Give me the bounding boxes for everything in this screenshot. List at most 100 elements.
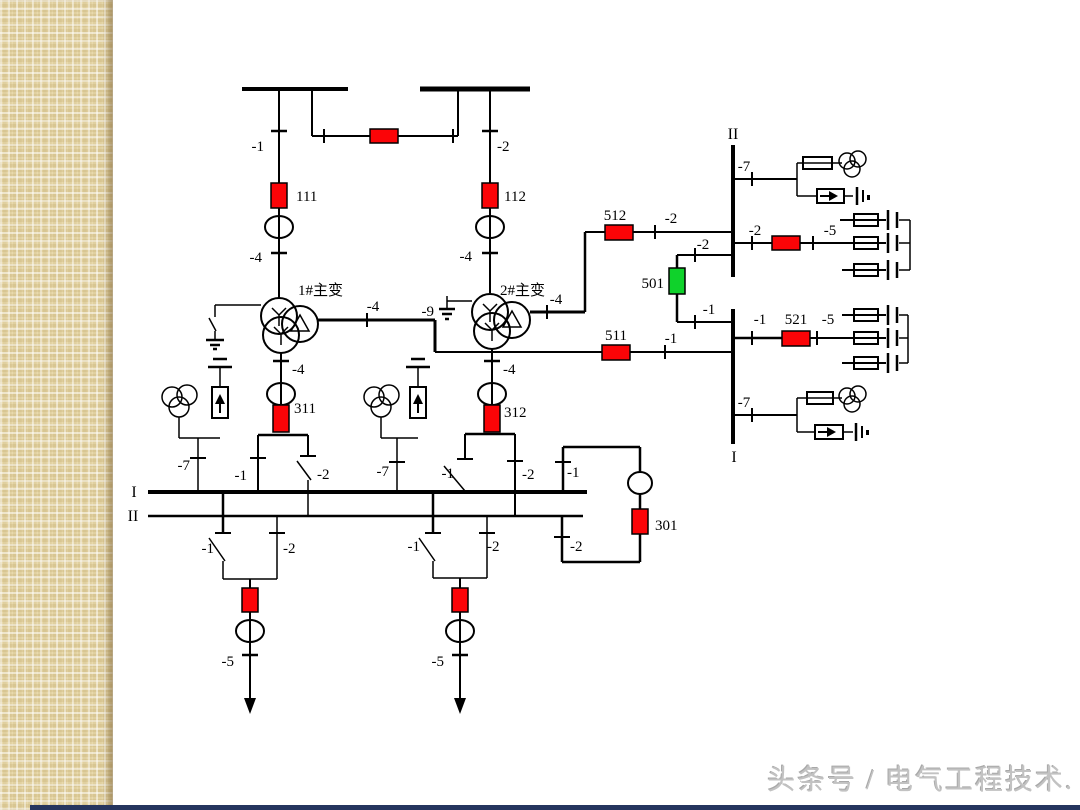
- lv-pt-group-2: -7: [363, 357, 430, 492]
- pt-winding: [378, 384, 400, 406]
- transformer-2-label: 2#主变: [500, 282, 545, 299]
- breaker-111: [270, 182, 288, 209]
- feeder2-bus2-disconnect-label: -2: [487, 539, 500, 555]
- mv-bus1-label: I: [731, 449, 736, 466]
- t2-bus2-disconnect-label: -2: [522, 467, 535, 483]
- breaker-311: [272, 404, 290, 433]
- bridge-breaker: [369, 128, 399, 144]
- breaker-311-label: 311: [294, 401, 316, 417]
- feeder2-ct: [445, 619, 475, 643]
- pt-winding: [176, 384, 198, 406]
- t2-hv-disconnect-label: -4: [460, 249, 473, 265]
- arrow-up-icon: [215, 394, 225, 404]
- breaker-312-label: 312: [504, 405, 527, 421]
- feeder1-breaker: [241, 587, 259, 613]
- coupler-301-bus2-disconnect-label: -2: [570, 539, 583, 555]
- incoming-line-2: -2 112 -4: [460, 89, 526, 293]
- t1-neutral-ground-switch: [206, 304, 261, 351]
- lv-bus1-label: I: [131, 484, 136, 501]
- pt2-disconnect-label: -7: [377, 464, 390, 480]
- incoming-line-1: -1 111 -4: [250, 89, 317, 298]
- t1-hv-winding: [260, 297, 298, 335]
- feeder1-line-disconnect-label: -5: [222, 654, 235, 670]
- t1-mv-winding: [281, 305, 319, 343]
- breaker-521: [781, 330, 811, 347]
- feeder1-ct: [235, 619, 265, 643]
- t1-mv-link-511: -4 511 -1: [318, 299, 733, 361]
- fuse: [853, 263, 879, 277]
- fuse: [802, 156, 833, 170]
- t2-hv-winding: [471, 293, 509, 331]
- breaker-112: [481, 182, 499, 209]
- capacitor-ground: [208, 357, 232, 369]
- pt1-disconnect-label: -7: [178, 458, 191, 474]
- breaker-521-label: 521: [785, 312, 808, 328]
- capacitor-ground: [867, 195, 870, 200]
- t2-lv-branch-312: -4 312 -1 -2: [442, 349, 535, 516]
- breaker-301-label: 301: [655, 518, 678, 534]
- slide-footer-bar: [30, 805, 1080, 810]
- wye-symbol: [484, 322, 500, 341]
- cap1-bus-disconnect-label: -2: [749, 223, 762, 239]
- slide-left-texture-strip: [0, 0, 113, 810]
- breaker-501-label: 501: [642, 276, 665, 292]
- coupler-301: -1 301 -2: [554, 445, 678, 564]
- lv-bus-1: I: [131, 484, 587, 501]
- transformer-2: 2#主变: [471, 282, 545, 350]
- cap2-line-disconnect-label: -5: [822, 312, 835, 328]
- t1-hv-disconnect-label: -4: [250, 250, 263, 266]
- capacitor-ground: [866, 430, 869, 435]
- breaker-511-label: 511: [605, 328, 627, 344]
- breaker-501: [668, 267, 686, 295]
- disconnect-521-label: -1: [754, 312, 767, 328]
- bus1-pt-disconnect-label: -7: [738, 395, 751, 411]
- arrow-up-icon: [413, 394, 423, 404]
- t2-lv-disconnect-label: -4: [503, 362, 516, 378]
- watermark-text: 头条号 / 电气工程技术.: [767, 765, 1074, 796]
- disconnect-512-label: -2: [665, 211, 678, 227]
- feeder-1: -1 -2 -5: [202, 492, 296, 714]
- lv-pt-group-1: -7: [161, 357, 232, 492]
- feeder1-bus2-disconnect-label: -2: [283, 541, 296, 557]
- bus1-pt-group: -7: [733, 385, 869, 441]
- breaker-512: [604, 224, 634, 241]
- bus2-pt-disconnect-label: -7: [738, 159, 751, 175]
- wye-symbol: [482, 303, 498, 322]
- breaker-112-label: 112: [504, 189, 526, 205]
- wye-symbol: [273, 326, 289, 345]
- feeder-2: -1 -2 -5: [408, 492, 500, 714]
- wye-symbol: [271, 307, 287, 326]
- delta-symbol: [289, 313, 311, 332]
- transformer-1-label: 1#主变: [298, 282, 343, 299]
- feeder1-bus1-disconnect-label: -1: [202, 541, 215, 557]
- breaker-511: [601, 344, 631, 361]
- t2-mv-link-512: -4 512 -2: [530, 208, 733, 319]
- mv-bus-1: I: [731, 309, 737, 466]
- t2-mv-winding: [493, 301, 531, 339]
- feeder2-line-disconnect-label: -5: [432, 654, 445, 670]
- t2-mv-disconnect-label: -4: [550, 292, 563, 308]
- arrow-right-icon: [827, 427, 836, 437]
- breaker-111-label: 111: [296, 189, 317, 205]
- t1-lv-branch-311: -4 311 -1 -2: [235, 353, 330, 516]
- coupler-301-bus1-disconnect-label: -1: [567, 465, 580, 481]
- pt-winding: [843, 395, 861, 413]
- fuse: [853, 213, 879, 227]
- ct-111: [264, 215, 294, 239]
- feeder-arrow-icon: [454, 698, 466, 714]
- t2-neutral-disconnect-label: -9: [422, 304, 435, 320]
- feeder-arrow-icon: [244, 698, 256, 714]
- fuse: [853, 331, 879, 345]
- coupler-501: -2 501 -1: [642, 237, 733, 329]
- coupler-501-bus1-disconnect-label: -1: [703, 302, 716, 318]
- t1-bus1-disconnect-label: -1: [235, 468, 248, 484]
- ground-symbol: [439, 307, 455, 321]
- fuse: [806, 391, 834, 405]
- feeder2-bus1-disconnect-label: -1: [408, 539, 421, 555]
- cap-bank-bus2: -2 -5: [733, 210, 911, 280]
- line1-disconnect-label: -1: [252, 139, 265, 155]
- arrow-right-icon: [829, 191, 838, 201]
- ct-301: [627, 471, 653, 495]
- t1-mv-disconnect-label: -4: [367, 299, 380, 315]
- bus2-pt-group: -7: [733, 150, 870, 205]
